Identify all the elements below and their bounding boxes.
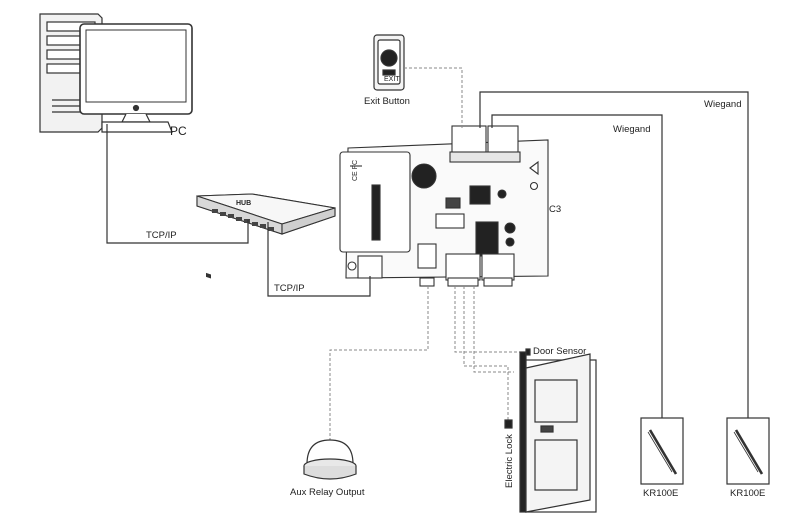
network-cables: [106, 124, 371, 297]
dashed-wiring: [329, 67, 528, 440]
tcpip-label-top: TCP/IP: [146, 230, 177, 241]
controller-label: C3: [549, 204, 561, 215]
exit-button-face-text: EXIT: [384, 76, 400, 83]
reader-left-label: KR100E: [643, 488, 678, 499]
network-hub: [196, 193, 336, 279]
aux-relay-siren: [303, 439, 357, 480]
aux-relay-label: Aux Relay Output: [290, 487, 365, 498]
tcpip-label-bottom: TCP/IP: [274, 283, 305, 294]
card-reader-right: [726, 417, 770, 485]
hub-label: HUB: [236, 200, 251, 207]
c3-controller-board: [339, 125, 549, 287]
wiegand-label-mid: Wiegand: [613, 124, 651, 135]
reader-right-label: KR100E: [730, 488, 765, 499]
board-ce-mark: CE FC: [352, 160, 359, 181]
wiegand-label-top: Wiegand: [704, 99, 742, 110]
exit-button-device: [373, 34, 405, 91]
door: [504, 348, 597, 513]
card-reader-left: [640, 417, 684, 485]
electric-lock-label: Electric Lock: [504, 434, 515, 488]
pc-computer: [39, 13, 193, 133]
wiegand-cables: [479, 91, 749, 418]
exit-button-label: Exit Button: [364, 96, 410, 107]
pc-label: PC: [170, 124, 187, 138]
door-sensor-label: Door Sensor: [533, 346, 586, 357]
